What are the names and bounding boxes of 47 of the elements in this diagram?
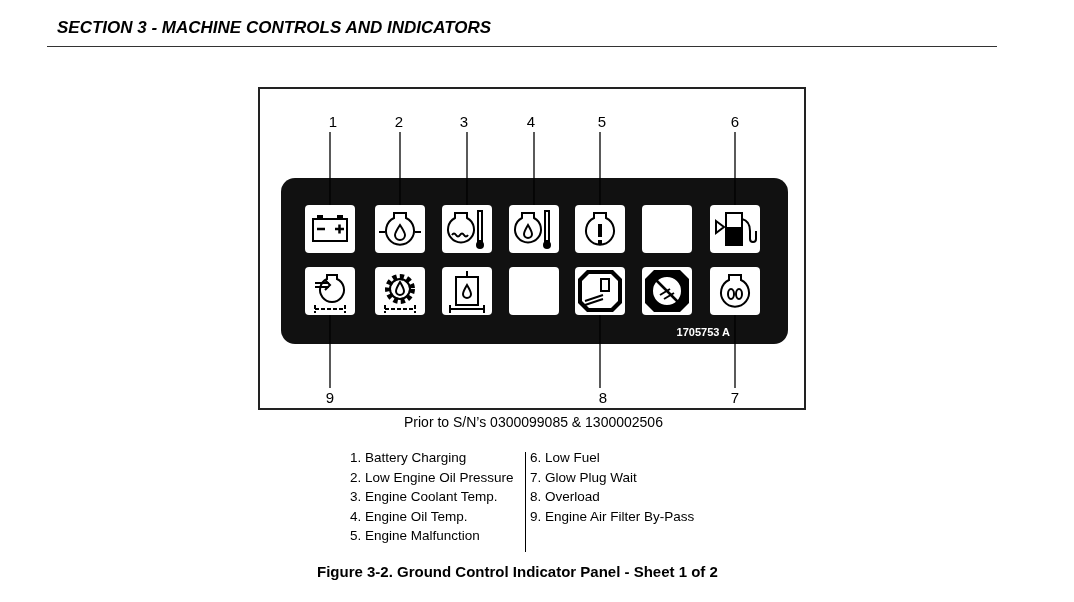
callout-number: 6 [720,113,750,131]
indicator-panel [281,178,788,344]
figure-caption: Figure 3-2. Ground Control Indicator Panel - Sheet 1 of 2 [317,563,718,580]
leader-line [329,131,331,206]
engine-oil-thermometer-icon [509,205,559,253]
legend-item: 6. Low Fuel [530,450,600,465]
callout-number: 4 [516,113,546,131]
legend-item: 8. Overload [530,489,600,504]
callout-number: 7 [720,389,750,407]
callout-number: 9 [315,389,345,407]
callout-number: 1 [318,113,348,131]
blank-indicator [509,267,559,315]
leader-line [329,314,331,389]
leader-line [466,131,468,206]
legend-item: 4. Engine Oil Temp. [350,508,468,524]
legend-item: 3. Engine Coolant Temp. [350,489,498,504]
engine-coolant-thermometer-icon [442,205,492,253]
leader-line [599,314,601,389]
battery-icon [305,205,355,253]
legend-item: 7. Glow Plug Wait [530,469,637,485]
callout-number: 8 [588,389,618,407]
legend-item: 2. Low Engine Oil Pressure [350,469,514,485]
overload-icon [575,267,625,315]
legend-item: 1. Battery Charging [350,450,467,465]
engine-oil-drop-icon [375,205,425,253]
blank-indicator [642,205,692,253]
legend-item: 5. Engine Malfunction [350,528,480,543]
engine-air-intake-icon [305,267,355,315]
fuel-pump-icon [710,205,760,253]
section-heading: SECTION 3 - MACHINE CONTROLS AND INDICATORS [57,18,492,38]
leader-line [533,131,535,206]
leader-line [734,314,736,389]
glow-plug-icon [710,267,760,315]
part-number: 1705753 A [676,326,730,338]
engine-warning-icon [575,205,625,253]
leader-line [399,131,401,206]
figure-frame [258,87,806,410]
callout-number: 2 [384,113,414,131]
callout-number: 3 [449,113,479,131]
filter-oil-drop-icon [442,267,492,315]
serial-number-note: Prior to S/N’s 0300099085 & 1300002506 [404,414,663,430]
gear-oil-drop-icon [375,267,425,315]
legend-item: 9. Engine Air Filter By-Pass [530,508,695,524]
callout-number: 5 [587,113,617,131]
leader-line [599,131,601,206]
leader-line [734,131,736,206]
prohibition-icon [642,267,692,315]
